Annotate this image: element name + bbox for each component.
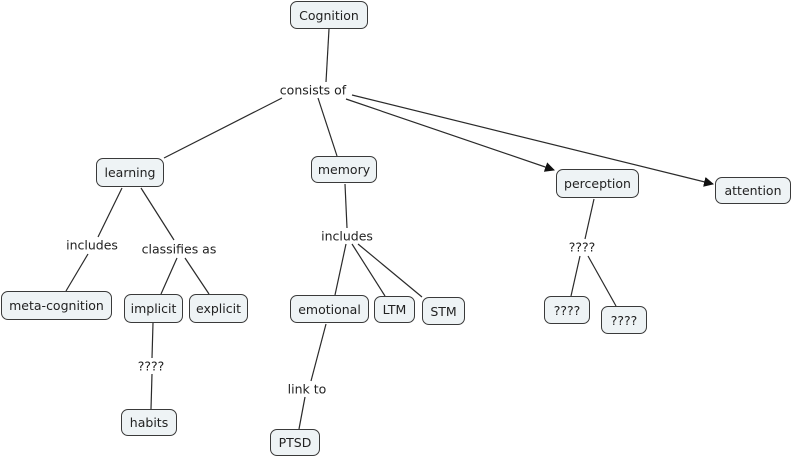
concept-unknown-2[interactable]: ???? — [601, 306, 647, 334]
link-includes-learning[interactable]: includes — [65, 237, 119, 253]
concept-cognition[interactable]: Cognition — [290, 1, 368, 29]
concept-emotional[interactable]: emotional — [290, 295, 369, 323]
connector-unknown-to-unknown1 — [570, 255, 581, 297]
connector-linkto-to-ptsd — [298, 396, 306, 430]
connector-classifies-to-implicit — [160, 257, 178, 295]
connector-unknown-to-unknown2 — [587, 255, 617, 307]
connector-perception-to-unknown — [584, 198, 595, 240]
connector-cognition-to-consists — [325, 28, 330, 83]
connector-emotional-to-linkto — [310, 323, 327, 382]
connector-learning-to-includes — [97, 187, 123, 238]
connector-includes-to-stm — [357, 243, 423, 298]
link-unknown-perception[interactable]: ???? — [567, 239, 597, 255]
concept-unknown-1[interactable]: ???? — [544, 296, 590, 324]
concept-ptsd[interactable]: PTSD — [270, 429, 320, 456]
connector-unknown-to-habits — [150, 373, 153, 410]
link-classifies-as[interactable]: classifies as — [140, 241, 218, 257]
concept-habits[interactable]: habits — [121, 409, 177, 436]
connector-includes-to-ltm — [351, 243, 386, 297]
concept-stm[interactable]: STM — [422, 297, 465, 325]
concept-meta-cognition[interactable]: meta-cognition — [1, 291, 112, 320]
connector-implicit-to-unknown — [151, 322, 154, 359]
link-unknown-implicit[interactable]: ???? — [136, 358, 166, 374]
connector-memory-to-includes — [344, 183, 348, 229]
connector-consists-to-learning — [163, 97, 283, 159]
concept-learning[interactable]: learning — [96, 158, 164, 187]
concept-attention[interactable]: attention — [715, 177, 791, 204]
concept-implicit[interactable]: implicit — [124, 294, 183, 323]
connector-consists-to-attention — [351, 94, 714, 187]
concept-explicit[interactable]: explicit — [189, 294, 248, 323]
connector-classifies-to-explicit — [184, 257, 210, 295]
link-link-to[interactable]: link to — [286, 381, 328, 397]
connector-learning-to-classifies — [140, 187, 175, 241]
concept-memory[interactable]: memory — [311, 156, 377, 183]
connector-includes-to-emotional — [334, 243, 347, 296]
concept-ltm[interactable]: LTM — [374, 296, 415, 323]
connector-consists-to-perception — [345, 98, 555, 172]
connector-consists-to-memory — [317, 97, 338, 157]
connector-includes-to-metacognition — [65, 253, 89, 292]
link-includes-memory[interactable]: includes — [320, 228, 374, 244]
link-consists-of[interactable]: consists of — [278, 82, 348, 98]
concept-perception[interactable]: perception — [556, 169, 639, 198]
